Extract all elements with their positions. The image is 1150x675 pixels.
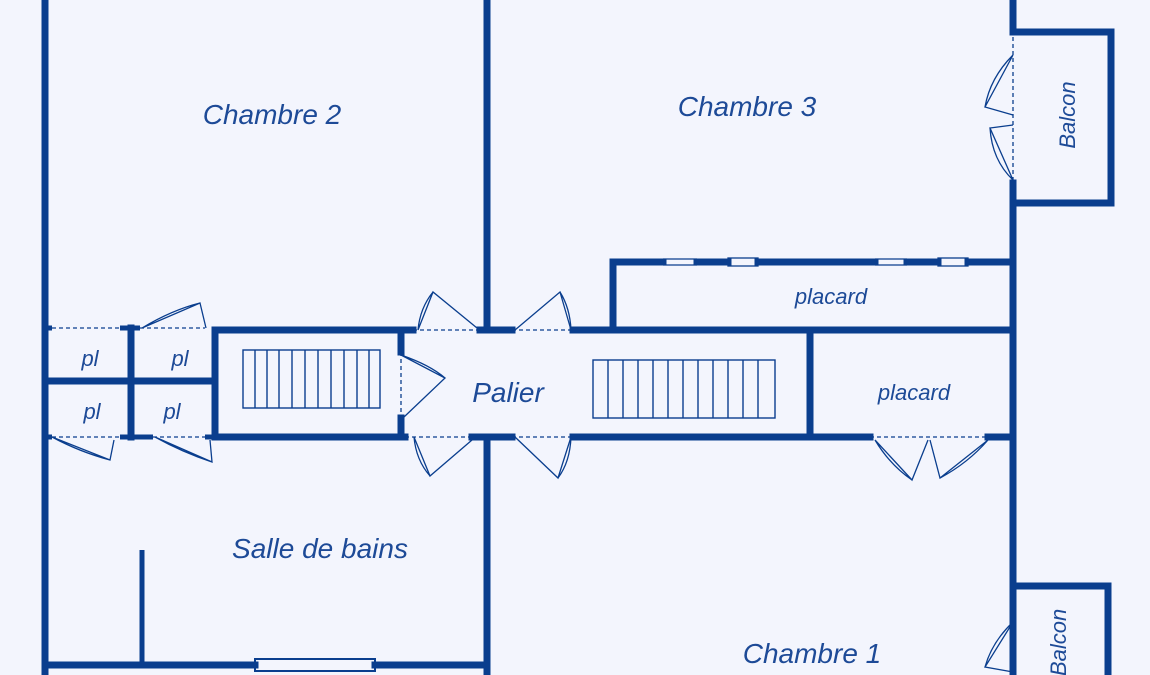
balcony-top-wall	[1009, 28, 1115, 207]
label-pl-3: pl	[82, 399, 101, 424]
label-salle-de-bains: Salle de bains	[232, 533, 408, 564]
door-swings	[51, 30, 1014, 675]
label-chambre-3: Chambre 3	[678, 91, 817, 122]
chambre2-door	[417, 290, 478, 331]
chambre3-door	[514, 290, 572, 331]
pl-door-bottom-left	[51, 436, 115, 461]
label-placard-right: placard	[877, 380, 951, 405]
chambre1-door	[514, 436, 572, 480]
stairs-right	[592, 359, 776, 419]
label-chambre-2: Chambre 2	[203, 99, 342, 130]
label-pl-4: pl	[162, 399, 181, 424]
bain-window	[254, 658, 376, 672]
room-labels: Chambre 2 Chambre 3 Chambre 1 Balcon Bal…	[80, 81, 1080, 675]
stair1-door	[400, 354, 447, 418]
label-balcon-bottom: Balcon	[1046, 609, 1071, 675]
label-pl-1: pl	[80, 346, 99, 371]
placard-right-door-2	[929, 439, 989, 480]
balcony-top-door-2	[989, 124, 1014, 181]
stairs-left	[242, 349, 381, 409]
label-balcon-top: Balcon	[1055, 81, 1080, 148]
pl-door-top	[141, 302, 207, 329]
bain-door	[413, 436, 473, 478]
balcony-top-door-1	[984, 54, 1014, 116]
label-placard-top: placard	[794, 284, 868, 309]
label-pl-2: pl	[170, 346, 189, 371]
label-palier: Palier	[472, 377, 545, 408]
pl-door-bottom-right	[154, 436, 213, 464]
label-chambre-1: Chambre 1	[743, 638, 882, 669]
placard-right-door-1	[874, 439, 929, 482]
balcony-bottom-door	[983, 621, 1014, 673]
placard-top-sliding-doors	[663, 257, 969, 267]
